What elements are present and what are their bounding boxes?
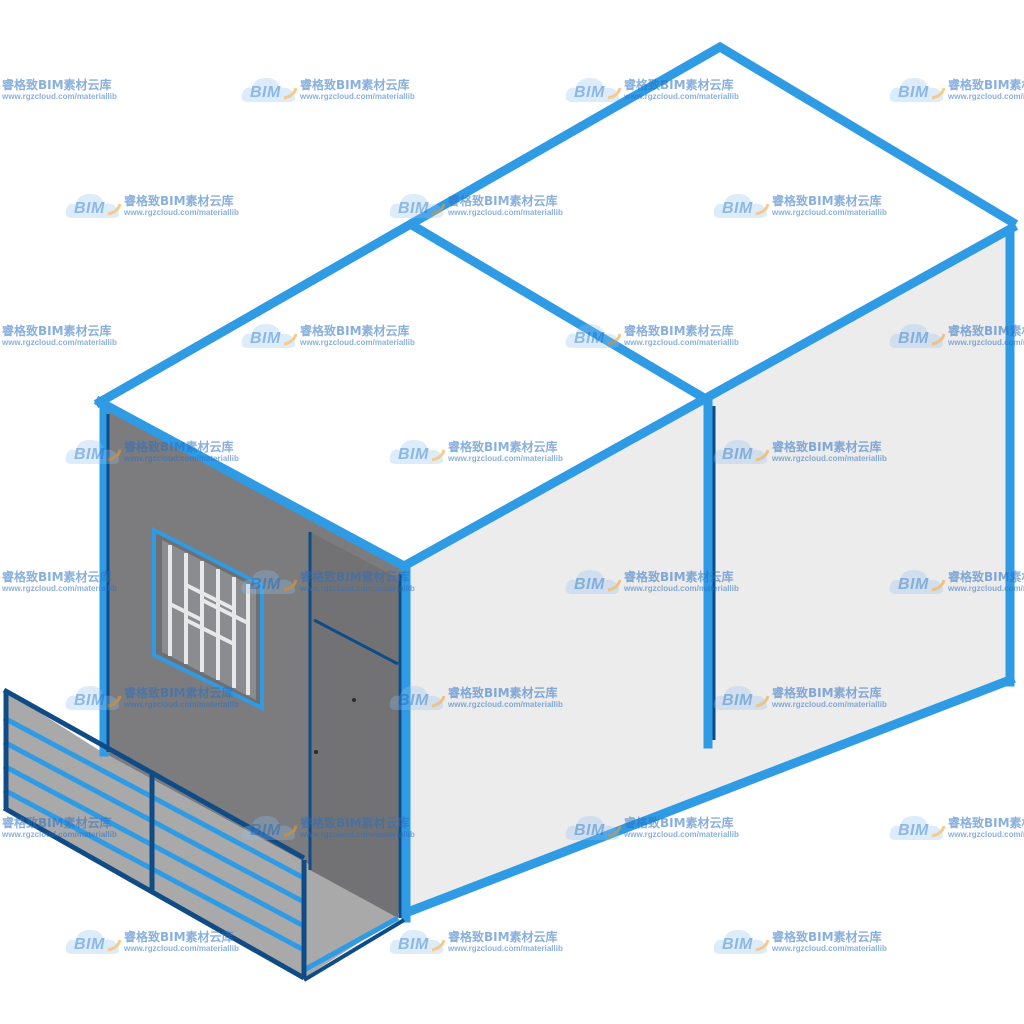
porch-railing — [2, 687, 400, 981]
front-window — [152, 526, 264, 712]
entry-door — [308, 532, 399, 918]
steel-frame — [93, 41, 1019, 923]
roof-panel — [102, 47, 1012, 562]
